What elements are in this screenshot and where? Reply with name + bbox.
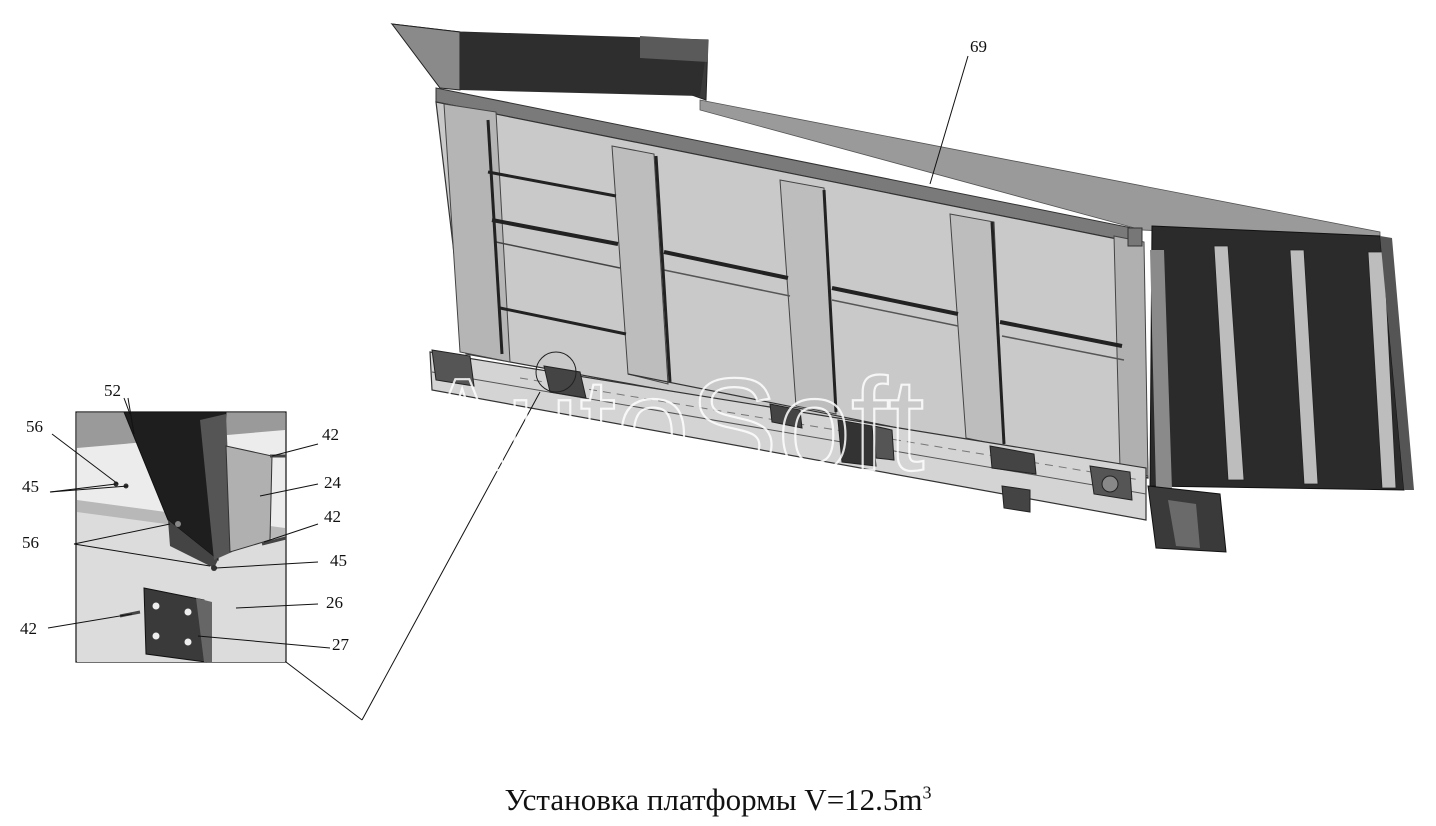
front-canopy	[390, 23, 709, 101]
detail-link-line-1	[361, 391, 541, 721]
tailgate	[1147, 225, 1414, 553]
callout-56-top: 56	[26, 417, 43, 436]
callout-leaders	[47, 55, 969, 649]
subframe-beam	[429, 349, 1147, 521]
callout-42-mid: 42	[324, 507, 341, 526]
callout-69: 69	[970, 37, 987, 56]
callout-42-top: 42	[322, 425, 339, 444]
watermark: AutoSoft	[418, 351, 924, 498]
callout-52: 52	[104, 381, 121, 400]
caption-superscript: 3	[922, 782, 932, 803]
callout-42-left: 42	[20, 619, 37, 638]
callout-26: 26	[326, 593, 343, 612]
callout-45-right: 45	[330, 551, 347, 570]
detail-inset	[75, 411, 287, 663]
figure-caption: Установка платформы V=12.5m3	[0, 782, 1436, 818]
caption-text: Установка платформы V=12.5m	[504, 782, 923, 817]
platform-body	[435, 87, 1381, 479]
callout-27: 27	[332, 635, 350, 654]
callout-45-left: 45	[22, 477, 39, 496]
callout-56-bottom: 56	[22, 533, 39, 552]
detail-link-line-2	[285, 661, 363, 721]
callout-24: 24	[324, 473, 342, 492]
